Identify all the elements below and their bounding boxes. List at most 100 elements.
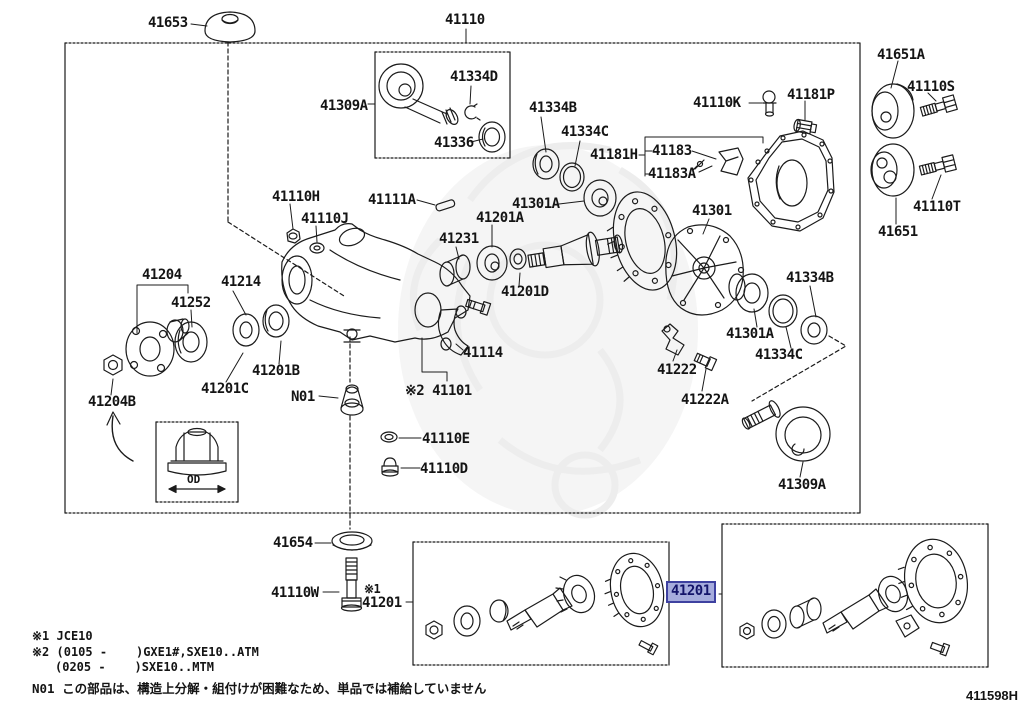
part-label-41101[interactable]: ※2 41101 bbox=[405, 383, 472, 399]
part-label-41110j[interactable]: 41110J bbox=[301, 211, 349, 227]
part-label-41653[interactable]: 41653 bbox=[148, 15, 188, 31]
drawing-41204-flange bbox=[125, 318, 190, 377]
legend-line-2: ※2 (0105 - )GXE1#,SXE10..ATM bbox=[32, 645, 259, 659]
drawing-41334b-upper-seal bbox=[532, 148, 560, 180]
drawing-od-nut bbox=[167, 427, 227, 494]
drawing-41651a-cushion bbox=[871, 83, 915, 139]
legend-note-n01: N01 この部品は、構造上分解・組付けが困難なため、単品では補給していません bbox=[32, 681, 487, 696]
legend-line-3: (0205 - )SXE10..MTM bbox=[55, 660, 214, 674]
drawing-41334b-lower-seal bbox=[800, 315, 828, 345]
drawing-41110w-stud bbox=[340, 557, 363, 612]
drawing-carrier-housing bbox=[281, 223, 471, 343]
part-label-41336[interactable]: 41336 bbox=[434, 135, 474, 151]
part-label-41301a-lower[interactable]: 41301A bbox=[726, 326, 774, 342]
drawing-41183-clamp bbox=[718, 147, 744, 176]
drawing-41110j-washer bbox=[309, 242, 325, 254]
part-label-41201d[interactable]: 41201D bbox=[501, 284, 549, 300]
drawing-41110e-washer bbox=[380, 431, 398, 443]
drawing-41252-bearing bbox=[174, 321, 208, 363]
drawing-41309a-inner-joint bbox=[378, 63, 459, 125]
drawing-41654-grommet bbox=[331, 531, 373, 551]
part-label-41110h[interactable]: 41110H bbox=[272, 189, 320, 205]
part-label-41110k[interactable]: 41110K bbox=[693, 95, 741, 111]
leader-lines bbox=[110, 23, 942, 603]
drawing-41181p-plug bbox=[793, 118, 818, 135]
part-label-41114[interactable]: 41114 bbox=[463, 345, 503, 361]
part-label-41204b[interactable]: 41204B bbox=[88, 394, 136, 410]
drawing-41110t-bolt bbox=[918, 154, 957, 176]
part-label-41301[interactable]: 41301 bbox=[692, 203, 732, 219]
part-label-41110[interactable]: 41110 bbox=[445, 12, 485, 28]
watermark bbox=[398, 142, 698, 519]
legend-line-1: ※1 JCE10 bbox=[32, 629, 93, 643]
drawing-41214-washer bbox=[232, 313, 260, 347]
drawing-41334c-lower-ring bbox=[768, 294, 798, 328]
curved-arrow bbox=[106, 411, 134, 462]
drawing-ring-gear bbox=[606, 191, 678, 291]
part-label-41651a[interactable]: 41651A bbox=[877, 47, 925, 63]
part-label-41201c[interactable]: 41201C bbox=[201, 381, 249, 397]
part-label-41222[interactable]: 41222 bbox=[657, 362, 697, 378]
od-dimension-label: OD bbox=[187, 473, 201, 486]
drawing-41110s-bolt bbox=[919, 94, 958, 117]
drawing-box1-parts bbox=[425, 552, 665, 656]
drawing-41110d-bolt bbox=[381, 457, 399, 477]
drawing-41201b-seal bbox=[262, 304, 290, 338]
part-label-41110d[interactable]: 41110D bbox=[420, 461, 468, 477]
part-label-41231[interactable]: 41231 bbox=[439, 231, 479, 247]
figure-code: 411598H bbox=[966, 688, 1019, 703]
drawing-box2-parts bbox=[739, 538, 968, 657]
drawing-n01-plug bbox=[340, 384, 364, 416]
assembly-dashed-lines bbox=[227, 41, 847, 530]
part-label-41201b[interactable]: 41201B bbox=[252, 363, 300, 379]
part-label-41181p[interactable]: 41181P bbox=[787, 87, 835, 103]
drawing-41301a-lower-bearing bbox=[735, 273, 769, 313]
part-label-41110t[interactable]: 41110T bbox=[913, 199, 961, 215]
footnote-marker-1: ※1 bbox=[364, 582, 381, 596]
drawing-41201a-bearing bbox=[476, 245, 508, 281]
box-borders-horizontal bbox=[64, 42, 989, 668]
drawing-41301a-upper-bearing bbox=[583, 179, 617, 217]
drawing-41222a-bolt bbox=[693, 352, 718, 372]
part-label-41183[interactable]: 41183 bbox=[652, 143, 692, 159]
part-label-41181h[interactable]: 41181H bbox=[590, 147, 638, 163]
part-label-41214[interactable]: 41214 bbox=[221, 274, 261, 290]
drawing-41334d-snap-ring bbox=[464, 103, 481, 121]
part-label-41201-selected[interactable]: 41201 bbox=[666, 581, 716, 604]
drawing-41110h-nut bbox=[286, 228, 301, 244]
part-label-41183a[interactable]: 41183A bbox=[648, 166, 696, 182]
note-marker-n01[interactable]: N01 bbox=[291, 389, 315, 405]
part-label-41201a[interactable]: 41201A bbox=[476, 210, 524, 226]
part-label-41204[interactable]: 41204 bbox=[142, 267, 182, 283]
part-label-41201-left[interactable]: 41201 bbox=[362, 595, 402, 611]
part-label-41334c-upper[interactable]: 41334C bbox=[561, 124, 609, 140]
drawing-41309a-outer-joint bbox=[741, 400, 831, 462]
part-label-41334c-lower[interactable]: 41334C bbox=[755, 347, 803, 363]
part-label-41301a-upper[interactable]: 41301A bbox=[512, 196, 560, 212]
part-label-41651[interactable]: 41651 bbox=[878, 224, 918, 240]
part-label-41252[interactable]: 41252 bbox=[171, 295, 211, 311]
drawing-41651-cushion bbox=[870, 143, 915, 197]
drawing-41204b-nut bbox=[103, 354, 123, 376]
drawing-41201d-ring bbox=[509, 248, 527, 270]
drawing-41653-breather-cap bbox=[204, 11, 256, 43]
part-label-41334b-upper[interactable]: 41334B bbox=[529, 100, 577, 116]
part-label-41654[interactable]: 41654 bbox=[273, 535, 313, 551]
part-label-41222a[interactable]: 41222A bbox=[681, 392, 729, 408]
part-label-41110e[interactable]: 41110E bbox=[422, 431, 470, 447]
part-label-41334b-lower[interactable]: 41334B bbox=[786, 270, 834, 286]
part-label-41309a-inner[interactable]: 41309A bbox=[320, 98, 368, 114]
part-label-41110w[interactable]: 41110W bbox=[271, 585, 319, 601]
drawing-rear-cover bbox=[747, 130, 835, 232]
part-label-41334d[interactable]: 41334D bbox=[450, 69, 498, 85]
drawing-41222-bracket bbox=[661, 323, 685, 356]
drawing-41114-bolt bbox=[465, 298, 492, 316]
drawing-41336-seal bbox=[478, 121, 506, 153]
drawing-41111a-pin bbox=[435, 199, 456, 212]
drawing-41114-cap bbox=[437, 305, 469, 356]
part-label-41309a-outer[interactable]: 41309A bbox=[778, 477, 826, 493]
box-borders-vertical bbox=[64, 42, 989, 668]
part-label-41110s[interactable]: 41110S bbox=[907, 79, 955, 95]
drawing-41231-spacer bbox=[439, 254, 471, 287]
part-label-41111a[interactable]: 41111A bbox=[368, 192, 416, 208]
